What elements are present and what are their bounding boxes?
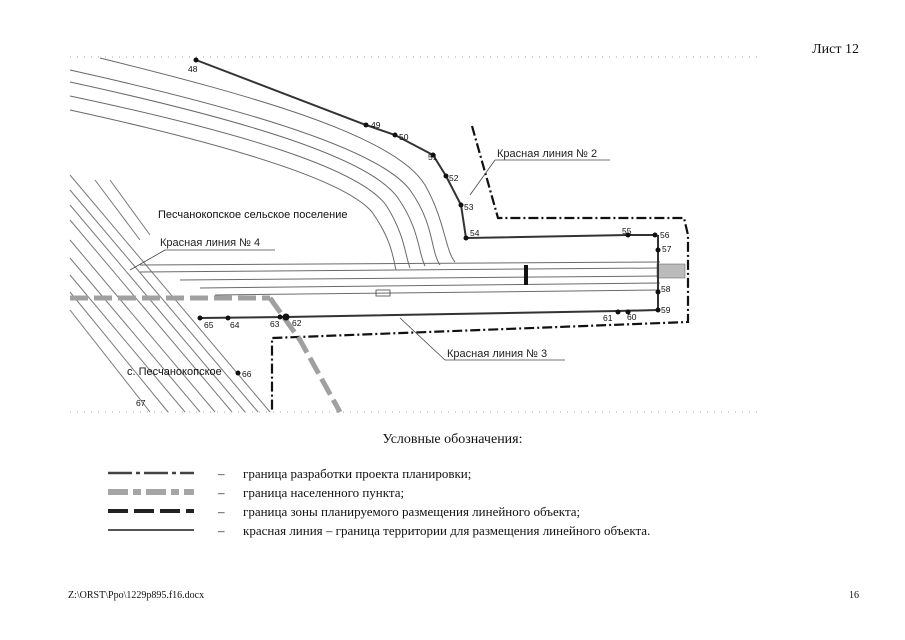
point-label: 64 — [230, 320, 240, 330]
legend-item-settlement-boundary: – граница населенного пункта; — [106, 485, 806, 502]
red-line-2-label: Красная линия № 2 — [497, 148, 597, 160]
road-end-hatch — [656, 263, 686, 279]
legend-dash: – — [218, 504, 225, 519]
point-label: 57 — [662, 244, 672, 254]
road-marker — [524, 265, 528, 285]
dash-dot-line-symbol — [108, 471, 194, 475]
point-label: 55 — [622, 226, 632, 236]
point-label: 50 — [399, 132, 409, 142]
point-label: 53 — [464, 202, 474, 212]
village-label: с. Песчанокопское — [127, 366, 222, 378]
ramp-road — [69, 57, 456, 271]
legend-text: граница зоны планируемого размещения лин… — [243, 504, 581, 519]
point-label: 66 — [242, 369, 252, 379]
planning-map: 48 49 50 51 52 53 54 55 56 57 58 59 60 6… — [69, 56, 760, 414]
gray-dash-line-symbol — [108, 489, 194, 495]
sheet-number: Лист 12 — [812, 42, 859, 57]
point-label: 67 — [136, 398, 146, 408]
legend-dash: – — [218, 466, 225, 481]
legend-text: граница населенного пункта; — [243, 485, 405, 500]
point-labels: 48 49 50 51 52 53 54 55 56 57 58 59 60 6… — [136, 64, 672, 408]
point-label: 63 — [270, 319, 280, 329]
small-building — [375, 289, 391, 297]
page-number: 16 — [849, 590, 859, 601]
point-label: 52 — [449, 173, 459, 183]
legend-item-red-line: – красная линия – граница территории для… — [106, 523, 806, 540]
red-line-4-label: Красная линия № 4 — [160, 237, 260, 249]
leader-lines — [129, 159, 610, 361]
point-label: 59 — [661, 305, 671, 315]
point-label: 60 — [627, 312, 637, 322]
planning-boundary — [270, 125, 690, 412]
settlement-boundary — [70, 295, 343, 414]
legend-text: красная линия – граница территории для р… — [243, 523, 651, 538]
point-label: 62 — [292, 318, 302, 328]
point-label: 51 — [428, 152, 438, 162]
file-path: Z:\ORST\Ppo\1229p895.f16.docx — [68, 590, 205, 601]
diagonal-road — [69, 174, 271, 413]
legend-dash: – — [218, 523, 225, 538]
point-label: 61 — [603, 313, 613, 323]
red-line-3-label: Красная линия № 3 — [447, 348, 547, 360]
point-markers — [193, 57, 661, 376]
heavy-dash-line-symbol — [108, 509, 194, 513]
point-label: 56 — [660, 230, 670, 240]
main-road — [139, 261, 661, 296]
settlement-label: Песчанокопское сельское поселение — [158, 209, 348, 221]
solid-line-symbol — [108, 529, 194, 531]
legend-item-zone-boundary: – граница зоны планируемого размещения л… — [106, 504, 806, 521]
legend-text: граница разработки проекта планировки; — [243, 466, 472, 481]
point-label: 54 — [470, 228, 480, 238]
point-label: 65 — [204, 320, 214, 330]
point-label: 48 — [188, 64, 198, 74]
point-label: 49 — [371, 120, 381, 130]
point-label: 58 — [661, 284, 671, 294]
legend-item-planning-boundary: – граница разработки проекта планировки; — [106, 466, 806, 483]
legend-dash: – — [218, 485, 225, 500]
legend-title: Условные обозначения: — [382, 432, 523, 447]
